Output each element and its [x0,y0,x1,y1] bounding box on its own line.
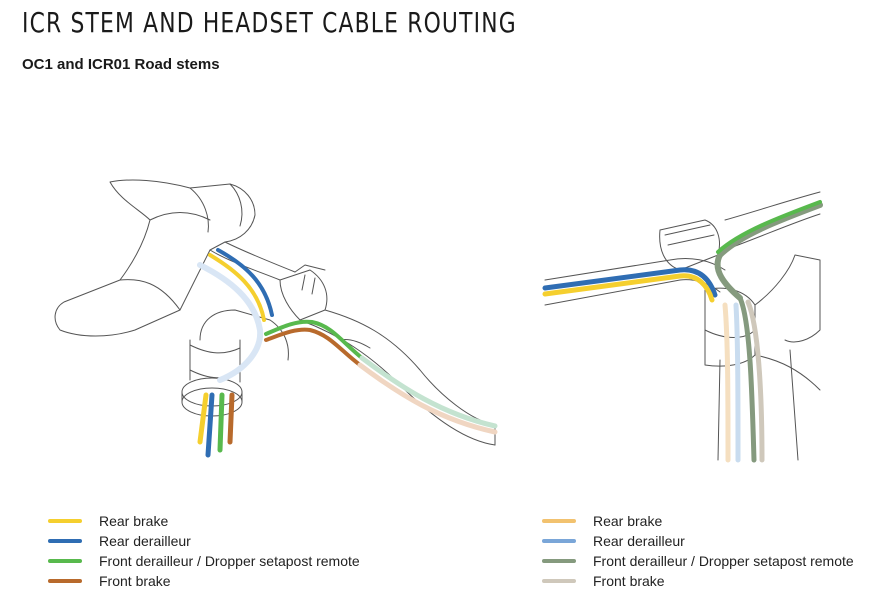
swatch-rear-derailleur [542,539,576,543]
swatch-front-brake [48,579,82,583]
legend-item-front-brake: Front brake [48,571,360,591]
legend-item-rear-derailleur: Rear derailleur [542,531,854,551]
swatch-rear-brake [542,519,576,523]
legend-label: Rear brake [593,513,663,529]
legend-left: Rear brake Rear derailleur Front deraill… [48,511,360,591]
swatch-front-derailleur [542,559,576,563]
page-subtitle: OC1 and ICR01 Road stems [22,56,220,73]
left-outline [54,179,496,446]
right-cables [542,200,823,463]
legend-item-front-derailleur: Front derailleur / Dropper setapost remo… [48,551,360,571]
legend-item-rear-brake: Rear brake [542,511,854,531]
right-routing-diagram [542,191,823,463]
legend-item-rear-brake: Rear brake [48,511,360,531]
page-title: ICR STEM AND HEADSET CABLE ROUTING [22,6,517,39]
legend-right: Rear brake Rear derailleur Front deraill… [542,511,854,591]
right-outline [544,191,821,461]
swatch-front-derailleur [48,559,82,563]
swatch-front-brake [542,579,576,583]
legend-label: Front brake [99,573,171,589]
legend-item-rear-derailleur: Rear derailleur [48,531,360,551]
left-routing-diagram [54,179,498,458]
swatch-rear-brake [48,519,82,523]
legend-label: Front derailleur / Dropper setapost remo… [593,553,854,569]
legend-item-front-brake: Front brake [542,571,854,591]
swatch-rear-derailleur [48,539,82,543]
legend-label: Rear derailleur [99,533,191,549]
legend-item-front-derailleur: Front derailleur / Dropper setapost remo… [542,551,854,571]
legend-label: Front brake [593,573,665,589]
legend-label: Rear derailleur [593,533,685,549]
legend-label: Rear brake [99,513,169,529]
legend-label: Front derailleur / Dropper setapost remo… [99,553,360,569]
left-cables [197,248,498,458]
